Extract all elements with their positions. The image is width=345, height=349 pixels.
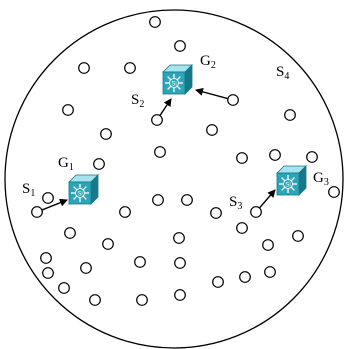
sensor-node bbox=[93, 158, 105, 170]
sensor-node bbox=[124, 62, 136, 74]
gateway-g1-icon: Si bbox=[68, 174, 99, 205]
sensor-node bbox=[42, 192, 54, 204]
arrow-s1-to-g1 bbox=[41, 198, 68, 211]
sensor-node bbox=[328, 186, 340, 198]
source-s1-node bbox=[31, 206, 43, 218]
sensor-node bbox=[236, 222, 248, 234]
sensor-node bbox=[119, 206, 131, 218]
sensor-node bbox=[102, 238, 114, 250]
sensor-node bbox=[239, 271, 251, 283]
sensor-node bbox=[136, 294, 148, 306]
sensor-node bbox=[269, 149, 281, 161]
sensor-node bbox=[264, 266, 276, 278]
sensor-node bbox=[78, 62, 90, 74]
source-s4-node bbox=[227, 94, 239, 106]
sensor-node bbox=[42, 267, 54, 279]
gateway-icon-text: Si bbox=[171, 81, 176, 87]
sensor-node bbox=[174, 257, 186, 269]
sensor-node bbox=[262, 239, 274, 251]
sensor-node bbox=[210, 207, 222, 219]
arrow-s3-to-g3 bbox=[259, 189, 276, 209]
source-s2-node bbox=[151, 114, 163, 126]
gateway-icon-text: Si bbox=[77, 191, 82, 197]
sensor-node bbox=[173, 232, 185, 244]
sensor-node bbox=[212, 276, 224, 288]
gateway-core-ring bbox=[169, 78, 179, 88]
sensor-node bbox=[174, 289, 186, 301]
sensor-node bbox=[292, 230, 304, 242]
gateway-g3-icon: Si bbox=[276, 165, 307, 196]
sensor-node bbox=[181, 194, 193, 206]
sensor-node bbox=[58, 282, 70, 294]
sensor-node bbox=[306, 151, 318, 163]
sensor-node bbox=[154, 146, 166, 158]
sensor-node bbox=[149, 16, 161, 28]
sensor-node bbox=[206, 124, 218, 136]
connection-arrows bbox=[41, 87, 276, 211]
source-s3-node bbox=[250, 206, 262, 218]
arrow-s4-to-g2 bbox=[195, 87, 228, 100]
gateway-core-ring bbox=[283, 179, 293, 189]
sensor-node bbox=[64, 227, 76, 239]
sensor-node bbox=[284, 109, 296, 121]
sensor-node bbox=[40, 252, 52, 264]
sensor-node bbox=[62, 104, 74, 116]
sensor-nodes bbox=[31, 16, 340, 306]
gateway-core-ring bbox=[75, 188, 85, 198]
gateway-icon-text: Si bbox=[285, 182, 290, 188]
gateway-g2-icon: Si bbox=[162, 64, 193, 95]
sensor-node bbox=[89, 294, 101, 306]
sensor-node bbox=[174, 40, 186, 52]
sensor-node bbox=[134, 256, 146, 268]
sensor-node bbox=[152, 194, 164, 206]
arrow-s2-to-g2 bbox=[159, 98, 172, 116]
network-boundary-circle bbox=[4, 9, 344, 349]
sensor-node bbox=[100, 128, 112, 140]
sensor-node bbox=[80, 262, 92, 274]
sensor-node bbox=[236, 152, 248, 164]
